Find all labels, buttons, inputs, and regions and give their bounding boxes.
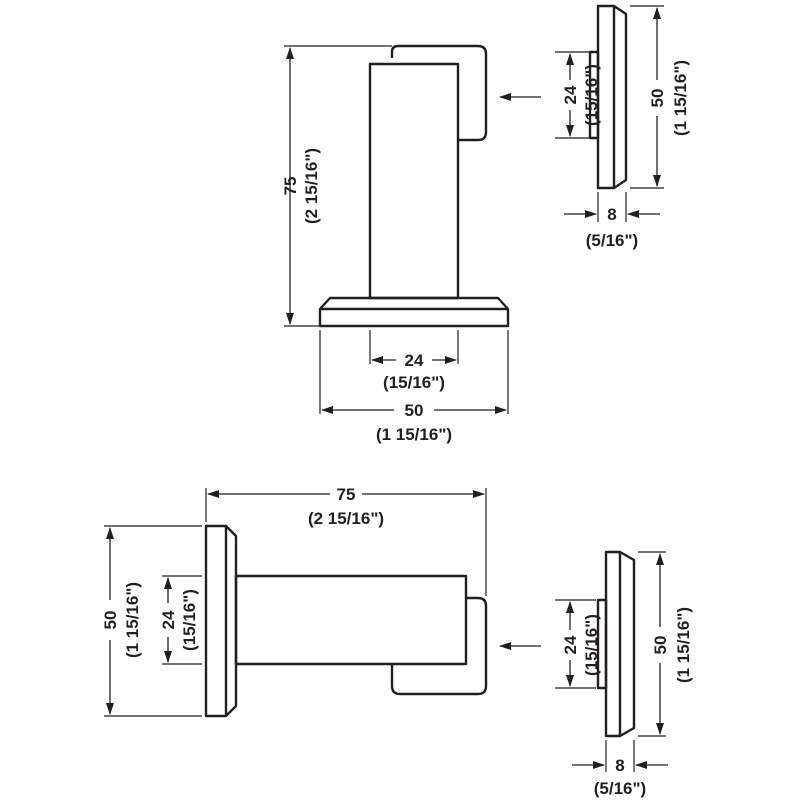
top-height-imperial: (2 15/16") [302, 148, 321, 224]
top-base-width-imperial: (1 15/16") [376, 425, 452, 444]
wall-base-plate [204, 524, 238, 718]
top-height-dimension: 75 (2 15/16") [281, 45, 392, 327]
top-side-post-imperial: (15/16") [582, 64, 601, 126]
bottom-post-height-imperial: (15/16") [180, 589, 199, 651]
bottom-side-height-value: 50 [651, 636, 670, 655]
bottom-side-height-dimension: 50 (1 15/16") [638, 551, 693, 737]
bottom-length-value: 75 [337, 485, 356, 504]
floor-stop-front-view [318, 44, 510, 328]
top-side-height-value: 50 [648, 89, 667, 108]
bottom-side-thickness-dimension: 8 (5/16") [572, 740, 668, 798]
top-side-post-value: 24 [561, 85, 580, 104]
top-side-thickness-imperial: (5/16") [586, 231, 638, 250]
bottom-length-dimension: 75 (2 15/16") [205, 483, 487, 596]
bottom-side-thickness-imperial: (5/16") [594, 779, 646, 798]
rubber-bumper [390, 44, 488, 142]
top-side-thickness-dimension: 8 (5/16") [564, 192, 660, 250]
bottom-base-height-value: 50 [101, 611, 120, 630]
side-post-edge [588, 50, 600, 140]
bottom-base-height-dimension: 50 (1 15/16") [99, 525, 202, 717]
bottom-side-height-imperial: (1 15/16") [674, 607, 693, 683]
floor-stop-side-view [588, 4, 628, 190]
top-side-post-dimension: 24 (15/16") [555, 51, 601, 139]
bottom-post-height-dimension: 24 (15/16") [157, 575, 202, 665]
bottom-base-height-imperial: (1 15/16") [123, 582, 142, 658]
top-post-width-dimension: 24 (15/16") [369, 330, 459, 392]
bottom-post-height-value: 24 [159, 610, 178, 629]
top-base-width-dimension: 50 (1 15/16") [319, 330, 509, 444]
base-plate [318, 296, 510, 328]
bottom-side-post-dimension: 24 (15/16") [555, 599, 601, 689]
top-post-width-value: 24 [405, 351, 424, 370]
wall-rubber-bumper [390, 596, 488, 696]
bottom-side-post-value: 24 [561, 635, 580, 654]
top-side-height-dimension: 50 (1 15/16") [630, 5, 690, 189]
bottom-side-post-imperial: (15/16") [582, 614, 601, 676]
post [368, 62, 460, 300]
side-plate [596, 4, 628, 190]
wall-stop-side-view [596, 550, 636, 738]
wall-stop-front-view [204, 524, 488, 718]
bottom-side-thickness-value: 8 [615, 756, 624, 775]
top-side-thickness-value: 8 [607, 205, 616, 224]
top-post-width-imperial: (15/16") [383, 373, 445, 392]
bottom-length-imperial: (2 15/16") [308, 509, 384, 528]
wall-side-post-edge [596, 598, 608, 690]
top-side-height-imperial: (1 15/16") [671, 60, 690, 136]
top-base-width-value: 50 [405, 401, 424, 420]
top-height-value: 75 [281, 177, 300, 196]
wall-post [234, 574, 468, 666]
